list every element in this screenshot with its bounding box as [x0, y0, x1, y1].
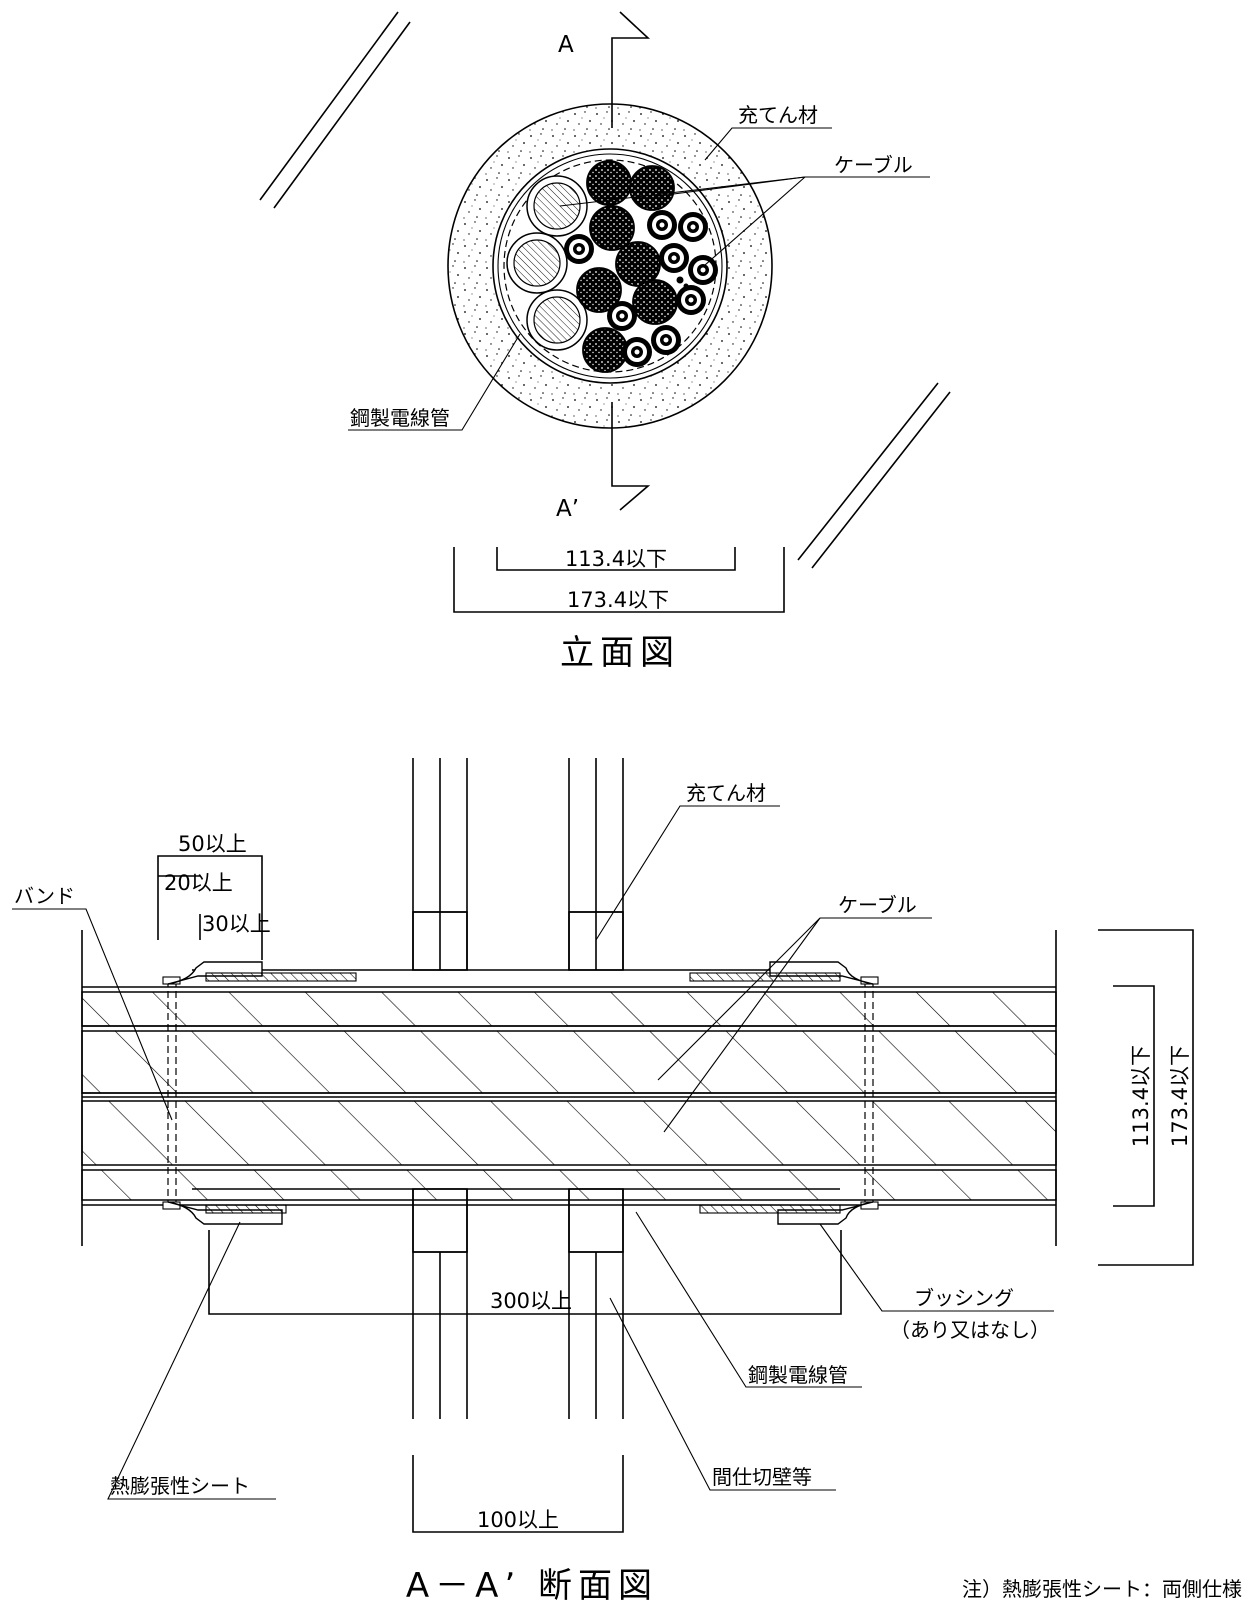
dim-overlap-b: 30以上 — [202, 912, 271, 936]
dim-length-line — [208, 1230, 842, 1315]
dim-inner-height: 113.4以下 — [1129, 1045, 1153, 1147]
wall-break-lines — [259, 11, 951, 569]
section-leaders — [12, 805, 1054, 1500]
section-label-wall: 間仕切壁等 — [712, 1465, 812, 1489]
elevation-dimensions — [453, 547, 785, 613]
section-label-band: バンド — [14, 884, 75, 908]
section-mark-bottom: A’ — [556, 496, 579, 522]
dim-wall-line — [412, 1455, 624, 1533]
large-hatched-cables — [506, 175, 588, 351]
height-dimensions — [1098, 929, 1194, 1266]
section-line-a: A A’ — [556, 11, 651, 522]
section-label-filler: 充てん材 — [686, 781, 766, 805]
sheet-note: 注）熱膨張性シート：両側仕様 — [962, 1577, 1242, 1601]
small-ringed-cables — [564, 210, 718, 367]
section-label-sheet: 熱膨張性シート — [110, 1474, 250, 1498]
dim-overlap-total: 50以上 — [178, 832, 247, 856]
elevation-view: A A’ — [259, 11, 951, 673]
intumescent-sheets — [167, 961, 874, 1225]
elevation-dim-inner: 113.4以下 — [565, 547, 667, 571]
elevation-title: 立面図 — [560, 633, 680, 673]
dim-overlap-a: 20以上 — [164, 871, 233, 895]
dim-wall: 100以上 — [477, 1508, 559, 1532]
bands — [162, 976, 879, 1210]
elevation-label-conduit: 鋼製電線管 — [350, 406, 450, 430]
elevation-leaders — [348, 127, 930, 431]
section-label-bushing: ブッシング — [914, 1286, 1014, 1310]
partition-wall — [412, 758, 624, 1419]
overlap-dimensions — [157, 855, 263, 960]
dim-length: 300以上 — [490, 1289, 572, 1313]
conduit-body — [81, 969, 1057, 1206]
dim-outer-height: 173.4以下 — [1168, 1045, 1192, 1147]
dense-cables — [576, 160, 678, 373]
section-view: 50以上 20以上 30以上 113.4以下 173.4以下 300以上 100… — [12, 758, 1194, 1606]
elevation-dim-outer: 173.4以下 — [567, 588, 669, 612]
section-label-cable: ケーブル — [838, 893, 917, 917]
section-title: A－A’ 断面図 — [406, 1566, 658, 1606]
section-label-bushing-note: （あり又はなし） — [890, 1318, 1050, 1342]
section-mark-top: A — [558, 32, 574, 58]
conduit-inner-wall — [497, 153, 723, 379]
elevation-label-filler: 充てん材 — [738, 103, 818, 127]
elevation-label-cable: ケーブル — [834, 153, 913, 177]
section-label-conduit: 鋼製電線管 — [748, 1363, 848, 1387]
